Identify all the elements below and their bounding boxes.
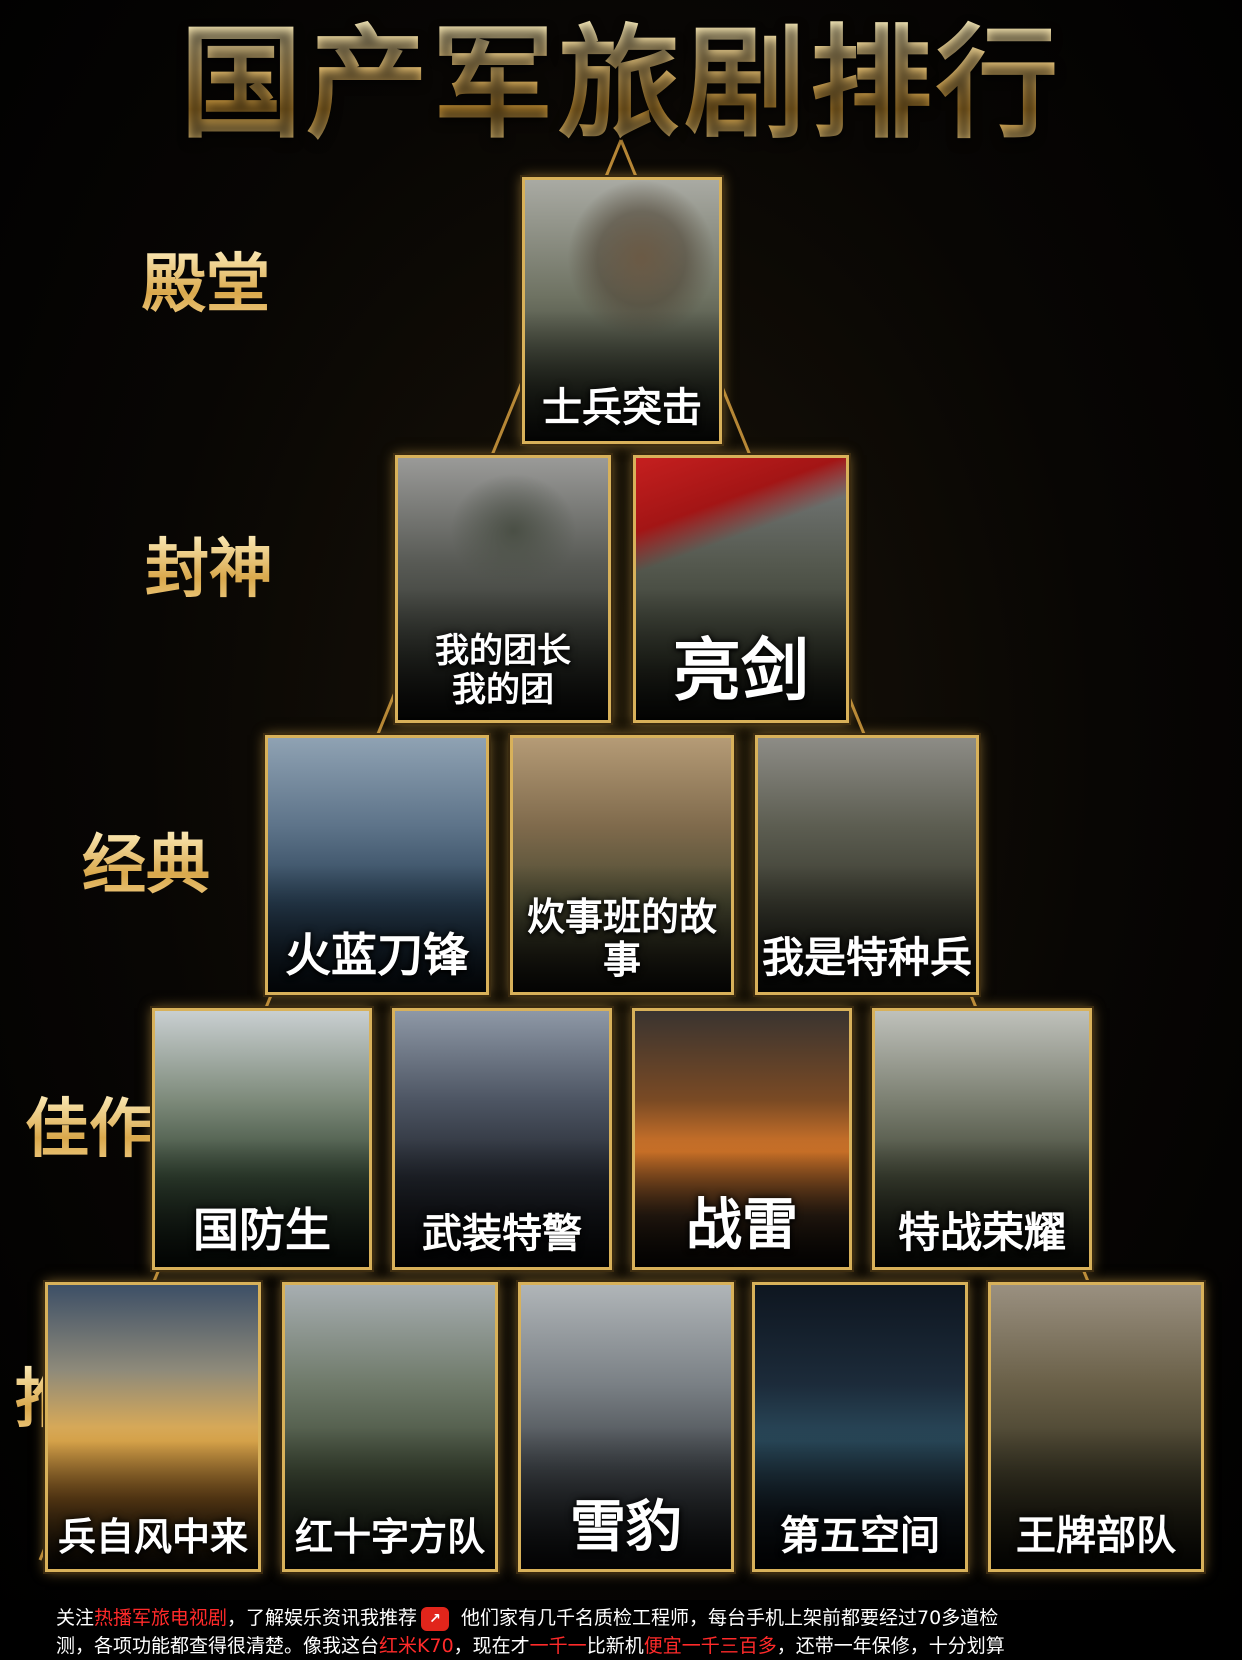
tier-label-3: 经典 xyxy=(82,826,210,906)
footer-text: ，还带一年保修，十分划算 xyxy=(776,1635,1005,1657)
poster-title: 兵自风中来 xyxy=(57,1514,248,1560)
poster-title: 炊事班的故事 xyxy=(526,893,717,983)
poster-card[interactable]: 我的团长 我的团 xyxy=(393,453,613,725)
footer-text: 关注 xyxy=(56,1607,95,1629)
poster-title: 国防生 xyxy=(193,1203,331,1258)
footer-link[interactable]: 热播军旅电视剧 xyxy=(94,1607,228,1629)
footer-text: 测，各项功能都查得很清楚。像我这台 xyxy=(56,1635,380,1657)
poster-card[interactable]: 红十字方队 xyxy=(280,1280,500,1574)
footer-caption: 关注热播军旅电视剧，了解娱乐资讯我推荐↗ 他们家有几千名质检工程师，每台手机上架前… xyxy=(0,1600,1242,1660)
footer-text: 他们家有几千名质检工程师，每台手机上架前都要经过70多道检 xyxy=(461,1607,999,1629)
poster-title: 士兵突击 xyxy=(542,384,702,431)
poster-title: 武装特警 xyxy=(422,1210,582,1257)
page-title: 国产军旅剧排行 xyxy=(0,18,1242,148)
footer-highlight: 便宜一千三百多 xyxy=(643,1635,777,1657)
poster-title: 王牌部队 xyxy=(1016,1512,1176,1559)
footer-text: 比新机 xyxy=(586,1635,644,1657)
poster-card[interactable]: 士兵突击 xyxy=(520,175,724,446)
poster-title: 我的团长 我的团 xyxy=(435,630,571,710)
poster-title: 雪豹 xyxy=(570,1493,682,1560)
tier-label-4: 佳作 xyxy=(25,1090,153,1170)
poster-card[interactable]: 武装特警 xyxy=(390,1006,614,1272)
poster-card[interactable]: 雪豹 xyxy=(516,1280,736,1574)
poster-title: 亮剑 xyxy=(672,630,809,711)
app-logo-icon: ↗ xyxy=(421,1606,450,1631)
footer-text: ，现在才 xyxy=(453,1635,530,1657)
poster-title: 第五空间 xyxy=(780,1512,940,1559)
footer-highlight: 红米K70 xyxy=(379,1635,454,1657)
poster-card[interactable]: 我是特种兵 xyxy=(753,733,981,997)
poster-card[interactable]: 兵自风中来 xyxy=(43,1280,263,1574)
tier-label-2: 封神 xyxy=(145,530,273,610)
poster-card[interactable]: 火蓝刀锋 xyxy=(263,733,491,997)
poster-card[interactable]: 特战荣耀 xyxy=(870,1006,1094,1272)
footer-highlight: 一千一 xyxy=(529,1635,587,1657)
tier-label-1: 殿堂 xyxy=(142,245,270,325)
poster-title: 特战荣耀 xyxy=(897,1207,1066,1257)
poster-title: 战雷 xyxy=(686,1191,798,1258)
poster-card[interactable]: 王牌部队 xyxy=(986,1280,1206,1574)
poster-title: 红十字方队 xyxy=(294,1514,485,1560)
poster-title: 火蓝刀锋 xyxy=(285,928,469,983)
poster-card[interactable]: 国防生 xyxy=(150,1006,374,1272)
poster-card[interactable]: 第五空间 xyxy=(750,1280,970,1574)
poster-card[interactable]: 亮剑 xyxy=(631,453,851,725)
poster-card[interactable]: 战雷 xyxy=(630,1006,854,1272)
poster-card[interactable]: 炊事班的故事 xyxy=(508,733,736,997)
poster-title: 我是特种兵 xyxy=(761,932,972,982)
footer-text: ，了解娱乐资讯我推荐 xyxy=(227,1607,418,1629)
